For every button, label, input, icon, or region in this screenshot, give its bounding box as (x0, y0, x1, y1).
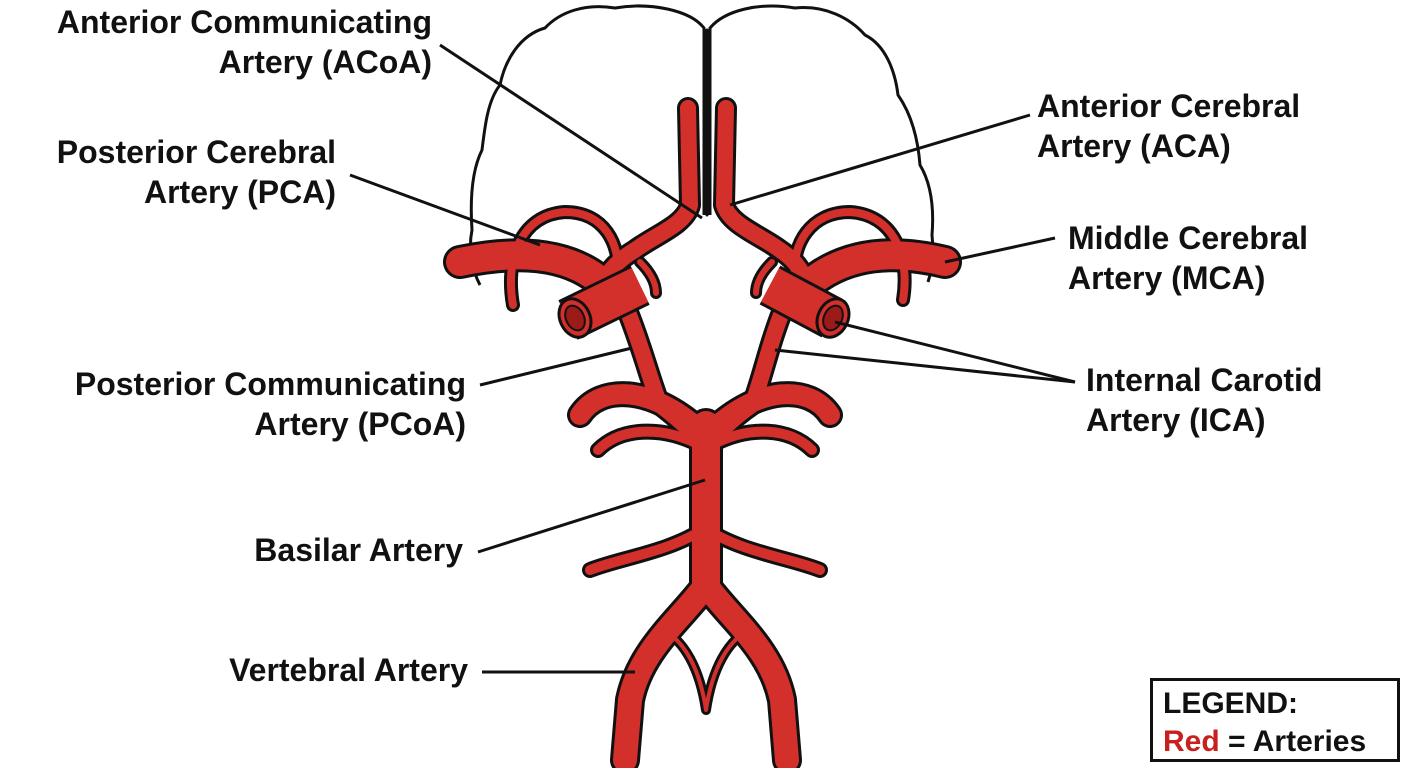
label-pcoa: Posterior Communicating Artery (PCoA) (75, 364, 466, 444)
label-line: Artery (ICA) (1086, 402, 1266, 438)
label-pca: Posterior Cerebral Artery (PCA) (57, 132, 336, 212)
leader-lines (349, 43, 1076, 674)
legend-key: Red (1163, 725, 1220, 758)
label-line: Middle Cerebral (1068, 220, 1309, 256)
legend-equals: = (1219, 725, 1253, 758)
label-line: Artery (ACoA) (218, 44, 432, 80)
label-line: Posterior Cerebral (56, 134, 336, 170)
pca-right (702, 384, 840, 440)
ica-left (557, 265, 650, 340)
label-aca: Anterior Cerebral Artery (ACA) (1037, 86, 1300, 166)
label-mca: Middle Cerebral Artery (MCA) (1068, 218, 1308, 298)
label-acoa: Anterior Communicating Artery (ACoA) (57, 2, 432, 82)
label-line: Anterior Communicating (56, 4, 432, 40)
label-ica: Internal Carotid Artery (ICA) (1086, 360, 1322, 440)
artery-fill (446, 100, 959, 768)
label-line: Posterior Communicating (74, 366, 466, 402)
legend-title: LEGEND: (1163, 687, 1298, 720)
label-basilar: Basilar Artery (254, 532, 463, 568)
label-line: Artery (PCoA) (254, 406, 466, 442)
legend-entry: Red = Arteries (1163, 723, 1387, 761)
label-line: Artery (PCA) (143, 174, 336, 210)
legend-meaning: Arteries (1252, 725, 1367, 758)
label-line: Artery (MCA) (1068, 260, 1266, 296)
legend-box: LEGEND: Red = Arteries (1150, 678, 1400, 762)
label-vertebral: Vertebral Artery (229, 652, 468, 688)
label-line: Internal Carotid (1086, 362, 1323, 398)
pca-left (570, 384, 710, 440)
label-line: Anterior Cerebral (1037, 88, 1301, 124)
vertebral-left (613, 573, 718, 768)
label-line: Artery (ACA) (1037, 128, 1231, 164)
vertebral-right (694, 573, 799, 768)
